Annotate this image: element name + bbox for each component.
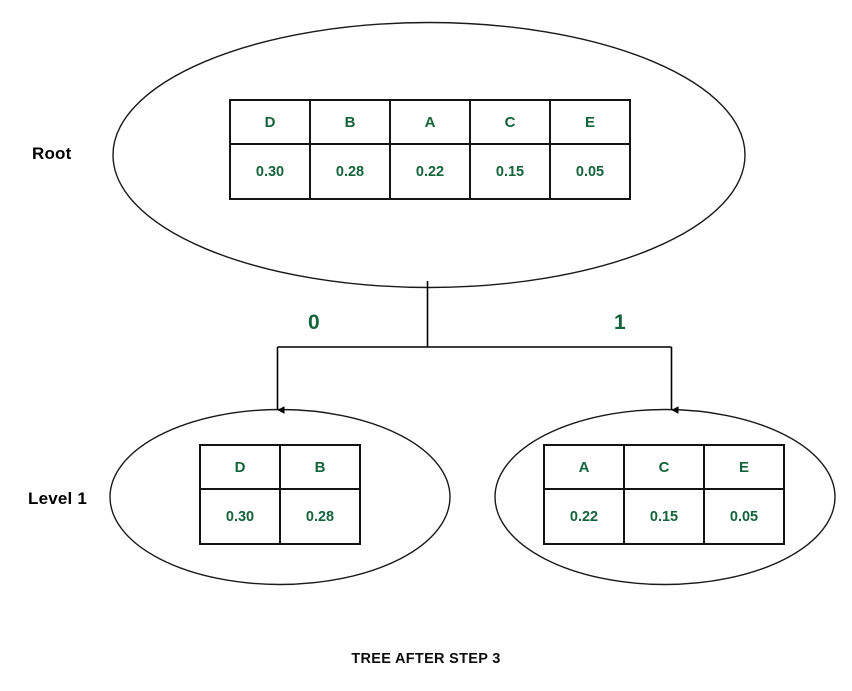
symbol-cell: D (199, 444, 281, 490)
root-level-label: Root (32, 144, 72, 163)
right-child-probability-table: A C E 0.22 0.15 0.05 (543, 444, 785, 545)
symbol-cell: A (543, 444, 625, 490)
probability-cell: 0.30 (199, 488, 281, 545)
symbol-cell: B (279, 444, 361, 490)
edge-label-one: 1 (614, 311, 626, 334)
probability-cell: 0.05 (703, 488, 785, 545)
symbol-cell: A (389, 99, 471, 145)
table-row-symbols: A C E (543, 444, 785, 490)
probability-cell: 0.28 (279, 488, 361, 545)
left-child-probability-table: D B 0.30 0.28 (199, 444, 361, 545)
probability-cell: 0.30 (229, 143, 311, 200)
probability-cell: 0.15 (623, 488, 705, 545)
table-row-probabilities: 0.30 0.28 0.22 0.15 0.05 (229, 143, 631, 200)
symbol-cell: C (623, 444, 705, 490)
symbol-cell: B (309, 99, 391, 145)
probability-cell: 0.28 (309, 143, 391, 200)
symbol-cell: C (469, 99, 551, 145)
diagram-caption: TREE AFTER STEP 3 (351, 651, 501, 667)
probability-cell: 0.22 (389, 143, 471, 200)
probability-cell: 0.15 (469, 143, 551, 200)
table-row-probabilities: 0.22 0.15 0.05 (543, 488, 785, 545)
symbol-cell: E (703, 444, 785, 490)
level-1-label: Level 1 (28, 489, 88, 508)
symbol-cell: D (229, 99, 311, 145)
symbol-cell: E (549, 99, 631, 145)
probability-cell: 0.05 (549, 143, 631, 200)
edge-label-zero: 0 (308, 311, 320, 334)
table-row-probabilities: 0.30 0.28 (199, 488, 361, 545)
probability-cell: 0.22 (543, 488, 625, 545)
root-probability-table: D B A C E 0.30 0.28 0.22 0.15 0.05 (229, 99, 631, 200)
table-row-symbols: D B A C E (229, 99, 631, 145)
table-row-symbols: D B (199, 444, 361, 490)
